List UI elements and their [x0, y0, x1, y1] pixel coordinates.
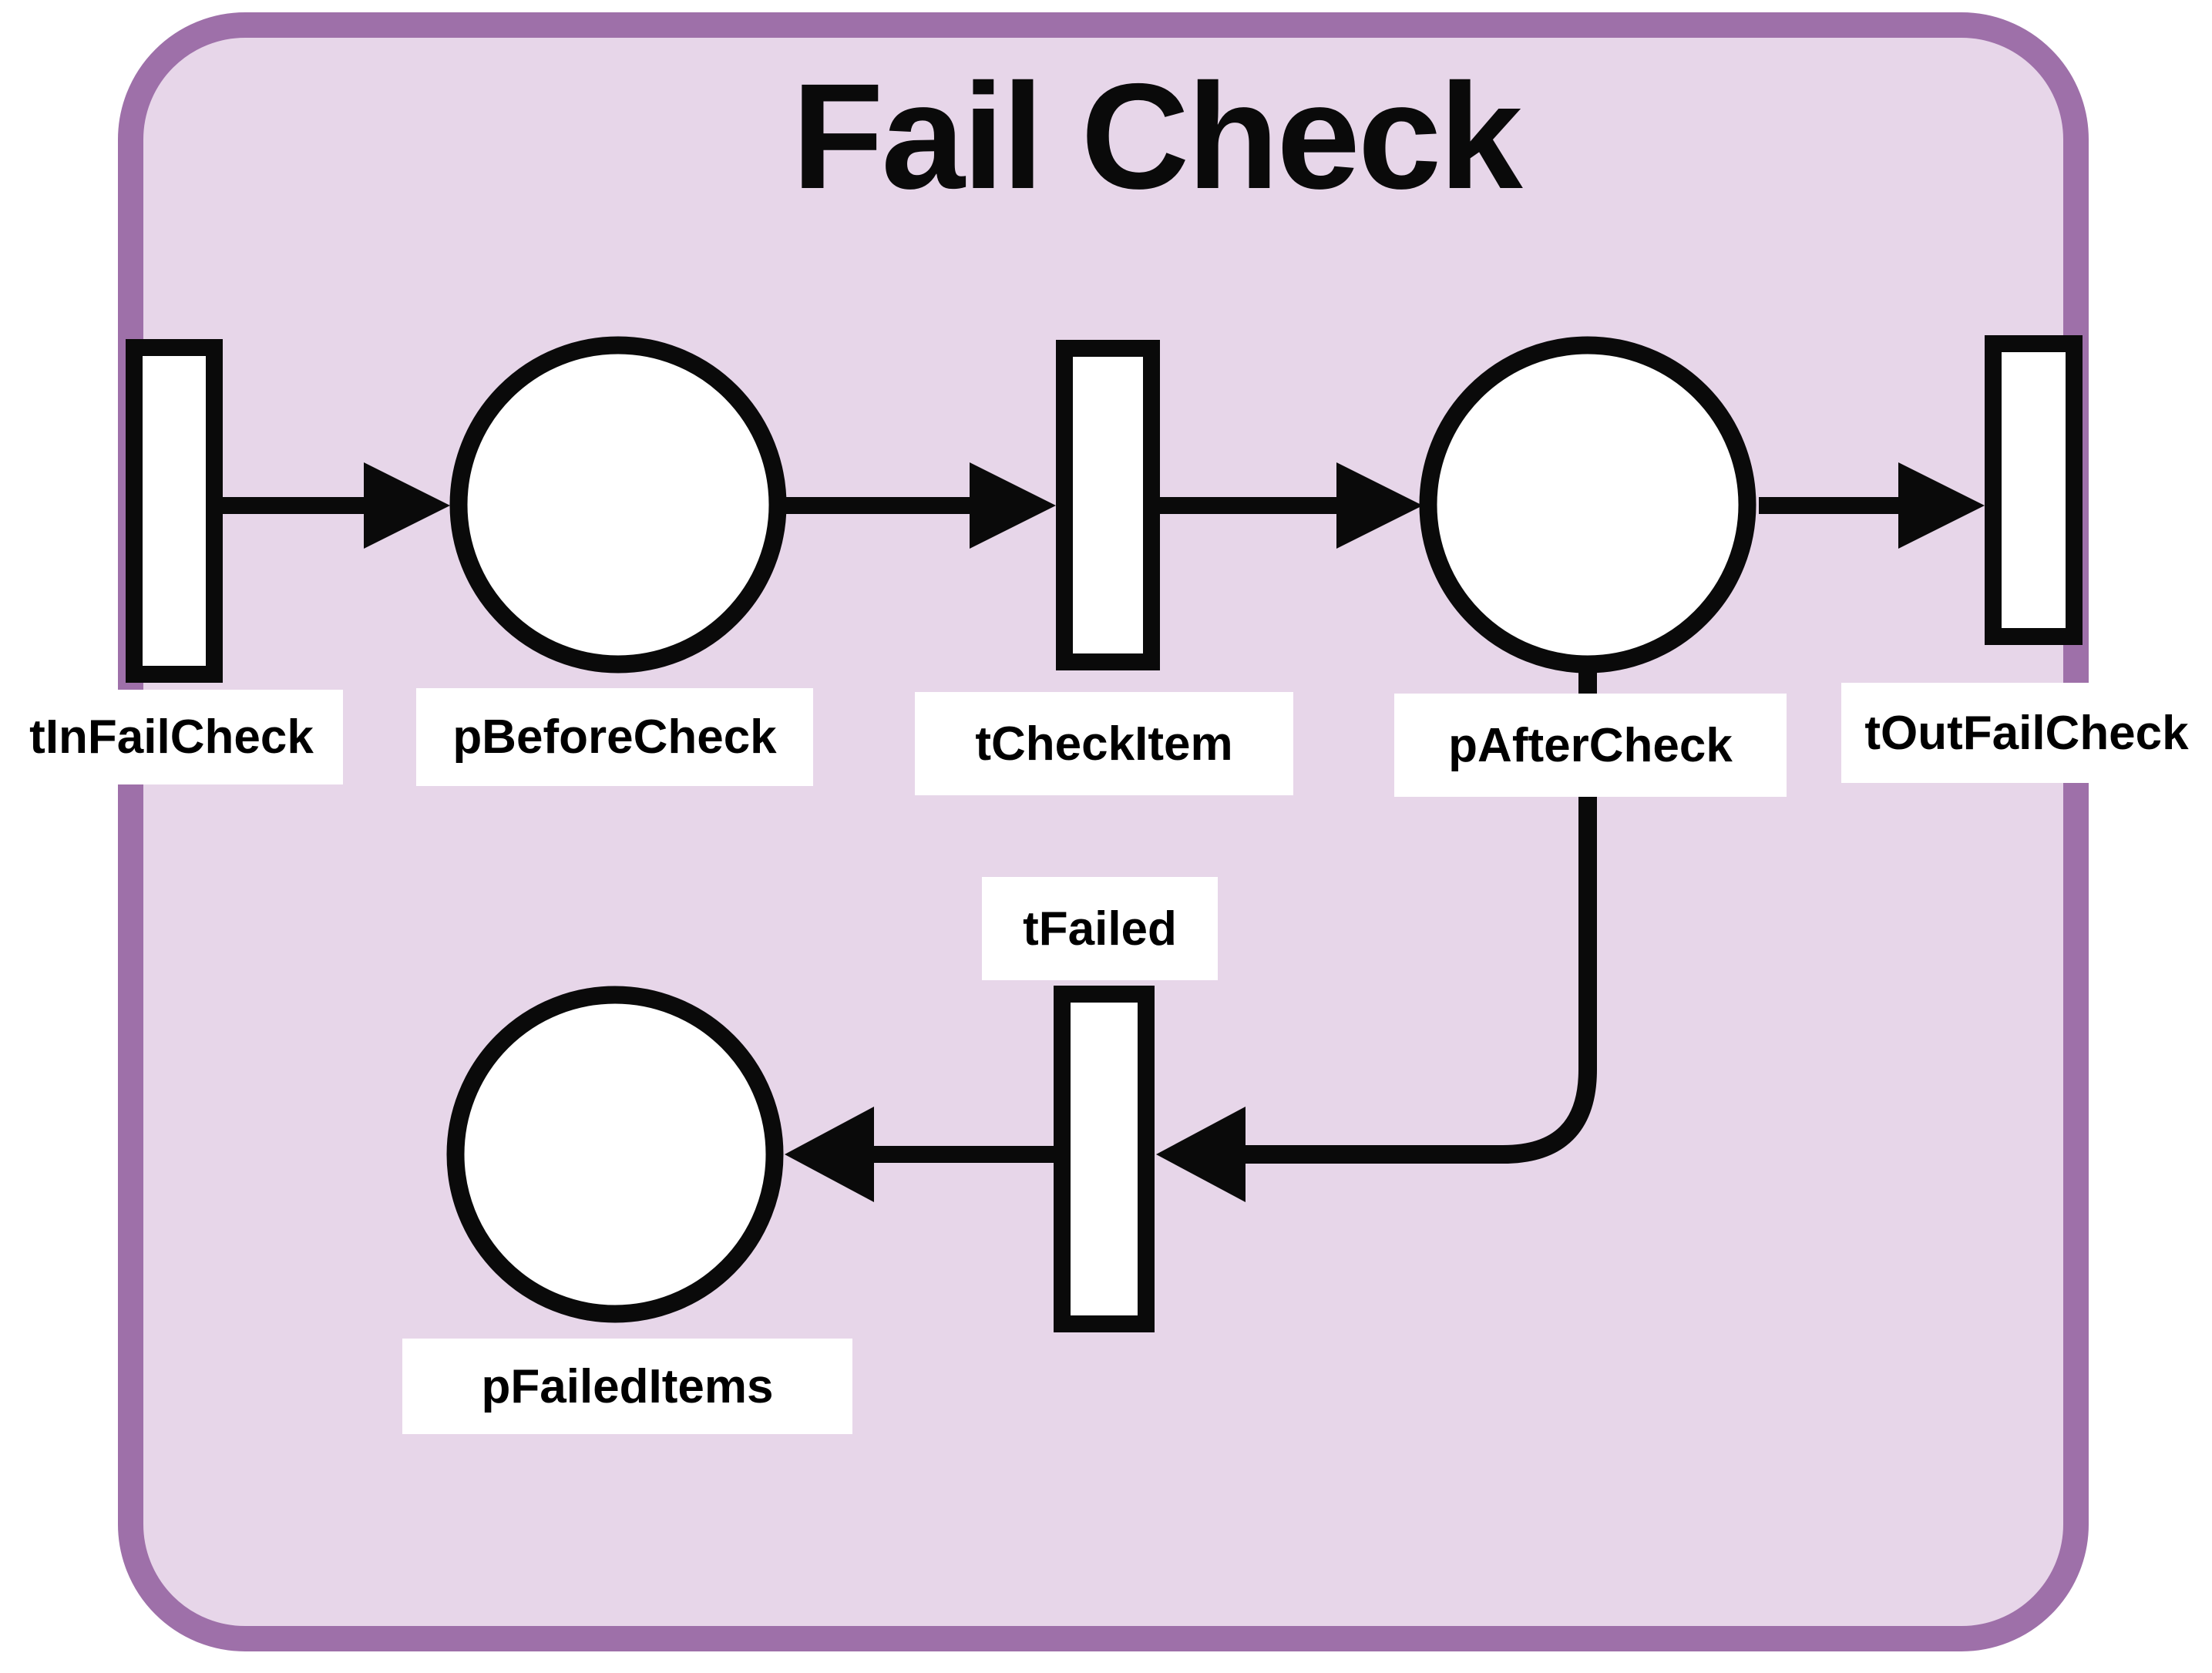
label-paftercheck: pAfterCheck — [1394, 694, 1787, 797]
label-tinfailcheck: tInFailCheck — [0, 690, 343, 784]
tfailed-transition-bar — [1054, 986, 1155, 1332]
pbeforecheck-place — [449, 336, 787, 674]
arc-paftercheck-to-tfailed — [1244, 667, 1597, 1164]
label-tcheckitem: tCheckItem — [915, 692, 1293, 795]
label-tfailed: tFailed — [982, 877, 1218, 980]
arrowhead-into-pbeforecheck — [364, 462, 450, 549]
label-pbeforecheck: pBeforeCheck — [416, 688, 813, 786]
toutfailcheck-transition-bar — [1985, 335, 2083, 645]
tcheckitem-transition-bar — [1056, 340, 1160, 670]
arrowhead-into-tcheckitem — [970, 462, 1056, 549]
label-toutfailcheck: tOutFailCheck — [1841, 683, 2212, 783]
arrowhead-into-tfailed — [1156, 1107, 1246, 1202]
arrowhead-into-paftercheck — [1336, 462, 1423, 549]
diagram-title: Fail Check — [792, 52, 1522, 220]
arrowhead-into-pfaileditems — [785, 1107, 874, 1202]
label-pfaileditems: pFailedItems — [402, 1339, 852, 1434]
tinfailcheck-transition-bar — [126, 339, 223, 683]
arrowhead-into-toutfailcheck — [1898, 462, 1985, 549]
pfaileditems-place — [446, 986, 784, 1323]
paftercheck-place — [1419, 336, 1756, 674]
